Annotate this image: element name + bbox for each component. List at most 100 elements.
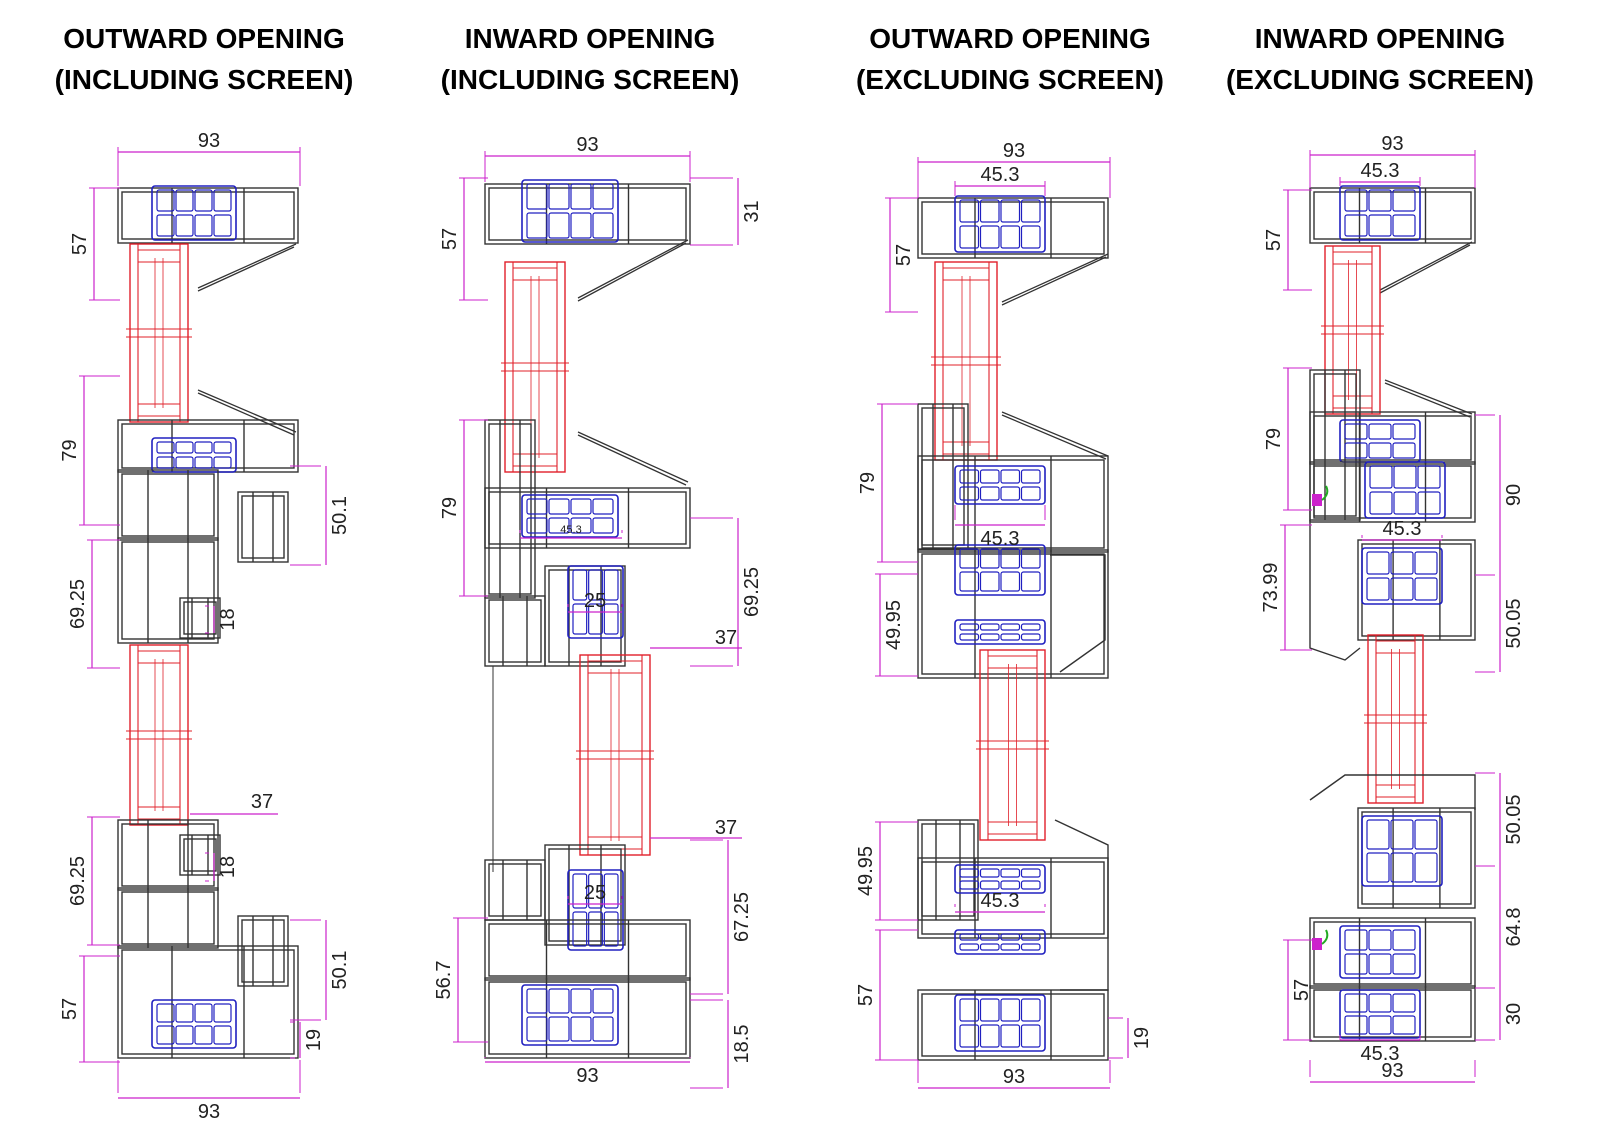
frame-profile-edge — [117, 419, 299, 473]
thermal-chamber — [526, 212, 548, 239]
thermal-chamber — [588, 873, 603, 909]
frame-profile-edge — [917, 857, 1109, 939]
dimension-line: 79 — [1263, 367, 1312, 511]
dimension-line: 45.3 — [519, 524, 623, 539]
dimension-value: 30 — [1503, 1003, 1525, 1025]
thermal-chamber — [194, 214, 213, 237]
thermal-chamber — [1020, 633, 1041, 641]
frame-profile-edge — [1361, 811, 1472, 905]
dimension-value: 50.05 — [1503, 794, 1525, 844]
frame-profile-edge — [544, 844, 626, 946]
thermal-break — [151, 999, 237, 1049]
dimension-line: 93 — [917, 1060, 1111, 1089]
dimension-value: 19 — [1131, 1027, 1153, 1049]
frame-profile-edge — [921, 553, 1105, 675]
dimension-value: 25 — [584, 882, 606, 904]
frame-profile — [917, 197, 1109, 259]
dimension-value: 57 — [1291, 979, 1313, 1001]
thermal-chamber — [156, 456, 175, 469]
glass-spacer — [1332, 395, 1373, 409]
thermal-chamber — [1392, 929, 1416, 951]
frame-profile-edge — [917, 819, 979, 921]
glass-outline — [129, 644, 189, 826]
glass-spacer — [137, 249, 181, 263]
thermal-chamber — [526, 498, 548, 515]
thermal-chamber — [194, 1003, 213, 1023]
thermal-break-outline — [1339, 185, 1421, 241]
thermal-chamber — [959, 933, 980, 941]
thermal-chamber — [1368, 1015, 1392, 1035]
thermal-chamber — [959, 943, 980, 951]
frame-profile — [237, 491, 289, 563]
dimension-line: 69.25 — [67, 816, 120, 946]
seal-marker — [1312, 938, 1322, 950]
frame-profile-edge — [488, 981, 687, 1055]
dimension-value: 64.8 — [1503, 908, 1525, 947]
thermal-chamber — [959, 1024, 980, 1048]
thermal-chamber — [979, 469, 1000, 484]
frame-profile-edge — [121, 949, 295, 1055]
dimension-value: 69.25 — [67, 856, 89, 906]
thermal-chamber — [1368, 214, 1392, 237]
thermal-chamber — [1392, 214, 1416, 237]
frame-profile-edge — [484, 919, 691, 981]
thermal-chamber — [1344, 929, 1368, 951]
thermal-chamber — [1000, 548, 1021, 569]
seal-gasket — [1321, 929, 1329, 945]
frame-profile-edge — [488, 187, 687, 241]
thermal-chamber — [1000, 469, 1021, 484]
thermal-chamber — [570, 988, 592, 1014]
thermal-chamber — [1020, 199, 1041, 223]
thermal-chamber — [1344, 423, 1368, 440]
thermal-chamber — [1393, 465, 1417, 489]
thermal-chamber — [979, 548, 1000, 569]
thermal-chamber — [156, 189, 175, 212]
thermal-chamber — [572, 603, 588, 635]
thermal-chamber — [588, 603, 603, 635]
dimension-value: 69.25 — [741, 567, 763, 617]
thermal-chamber — [548, 183, 570, 210]
dimension-value: 93 — [198, 1101, 220, 1123]
frame-profile-edge — [1309, 411, 1476, 465]
frame-profile — [544, 844, 626, 946]
dimension-value: 45.3 — [1383, 518, 1422, 540]
thermal-chamber — [1000, 880, 1021, 890]
frame-profile-edge — [484, 595, 546, 667]
thermal-break-outline — [1339, 989, 1421, 1039]
thermal-chamber — [1366, 577, 1390, 601]
thermal-chamber — [1368, 953, 1392, 975]
thermal-chamber — [959, 571, 980, 592]
thermal-chamber — [979, 199, 1000, 223]
seal-marker — [1312, 494, 1322, 506]
frame-profile — [1357, 539, 1476, 641]
frame-profile-edge — [1309, 985, 1476, 1042]
dimension-line: 50.1 — [290, 919, 351, 1021]
thermal-break-outline — [567, 565, 624, 639]
glass-spacer — [1375, 640, 1416, 654]
thermal-chamber — [194, 1025, 213, 1045]
thermal-break-outline — [521, 984, 619, 1046]
drip-cap — [197, 389, 297, 436]
frame-profile-edge — [917, 989, 1109, 1061]
thermal-chamber — [1393, 491, 1417, 515]
dimension-value: 45.3 — [1361, 1043, 1400, 1065]
glass-unit — [126, 644, 192, 826]
thermal-chamber — [1020, 486, 1041, 501]
thermal-chamber — [979, 633, 1000, 641]
thermal-break — [1361, 547, 1443, 605]
thermal-chamber — [959, 486, 980, 501]
thermal-chamber — [175, 456, 194, 469]
dimension-value: 49.95 — [883, 600, 905, 650]
dimension-value: 67.25 — [731, 892, 753, 942]
frame-profile — [484, 919, 691, 981]
thermal-chamber — [1390, 819, 1414, 850]
thermal-chamber — [959, 548, 980, 569]
thermal-break — [954, 195, 1046, 253]
thermal-chamber — [588, 911, 603, 947]
dimension-line: 79 — [857, 403, 918, 563]
dimension-line: 45.3 — [1339, 1035, 1421, 1065]
dimension-value: 93 — [1381, 1060, 1403, 1082]
thermal-chamber — [156, 441, 175, 454]
frame-profile-edge — [237, 915, 289, 987]
dimension-value: 93 — [1003, 140, 1025, 162]
